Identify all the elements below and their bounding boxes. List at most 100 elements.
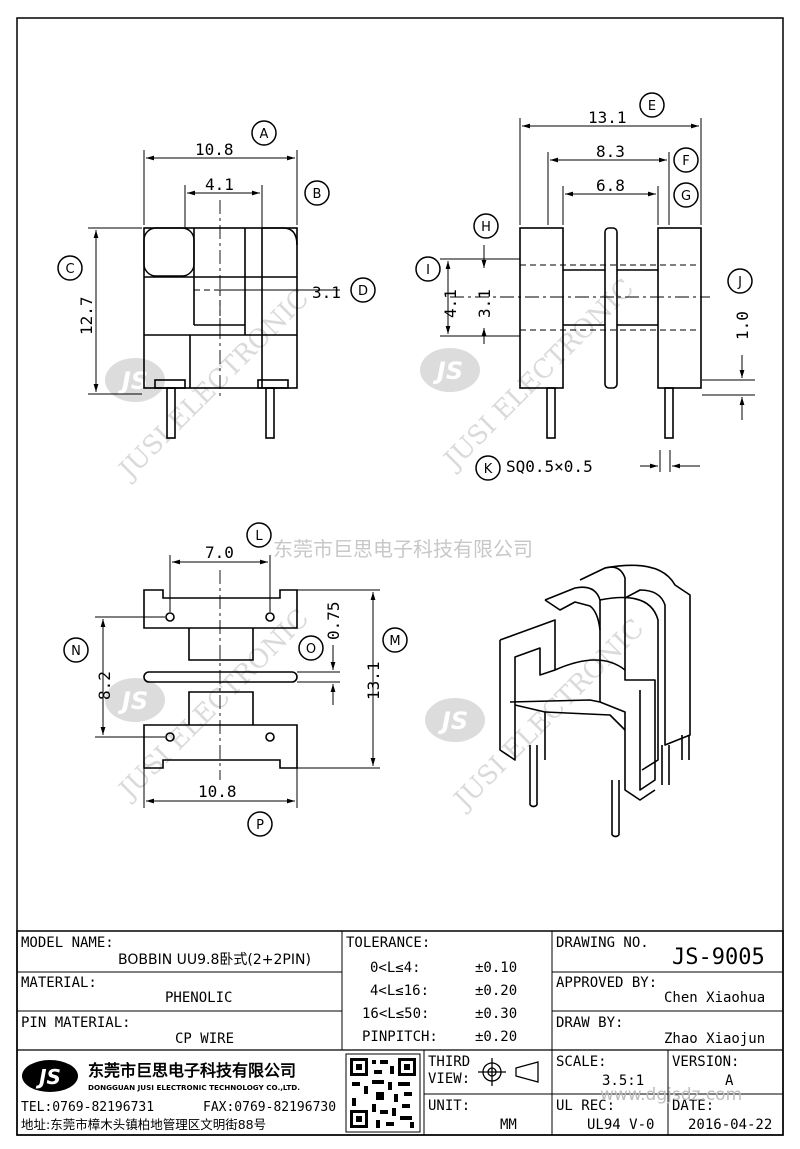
dim-m-value: 13.1: [364, 661, 383, 700]
callout-d: D: [350, 277, 376, 303]
callout-k: K: [475, 455, 501, 481]
version-value: A: [725, 1073, 734, 1089]
tolerance-range-1: 0<L≤4:: [370, 960, 421, 976]
watermark-logo-1: JS: [105, 358, 165, 402]
callout-o: O: [298, 635, 324, 661]
approved-by-value: Chen Xiaohua: [664, 990, 765, 1006]
watermark-logo-text: JS: [118, 367, 148, 395]
watermark-logo-4: JS: [425, 698, 485, 742]
dim-g-value: 6.8: [596, 176, 625, 195]
svg-text:O: O: [306, 642, 316, 657]
dim-i-value: 3.1: [475, 289, 494, 318]
dim-c-value: 12.7: [77, 296, 96, 335]
model-name-value: BOBBIN UU9.8卧式(2+2PIN): [118, 952, 311, 968]
company-logo: JS: [22, 1060, 78, 1092]
dim-b-value: 4.1: [205, 175, 234, 194]
callout-j: J: [727, 268, 753, 294]
tolerance-value-4: ±0.20: [475, 1029, 517, 1045]
svg-text:J: J: [737, 275, 742, 290]
bottom-view-dimensions: [95, 555, 380, 808]
dim-d-value: 3.1: [312, 283, 341, 302]
watermark-logo-2: JS: [420, 348, 480, 392]
svg-text:P: P: [256, 818, 264, 833]
draw-by-value: Zhao Xiaojun: [664, 1031, 765, 1047]
callout-f: F: [673, 147, 699, 173]
callout-g: G: [673, 182, 699, 208]
tolerance-value-3: ±0.30: [475, 1006, 517, 1022]
ul-rec-label: UL REC:: [556, 1098, 615, 1114]
qr-code: [345, 1053, 421, 1133]
watermark-logo-3: JS: [105, 678, 165, 722]
svg-text:JS: JS: [438, 707, 468, 735]
side-view: [450, 227, 710, 439]
watermarks: JS JUSI ELECTRONIC JS JUSI ELECTRONIC JS…: [105, 273, 650, 817]
tolerance-value-1: ±0.10: [475, 960, 517, 976]
company-tel: TEL:0769-82196731: [21, 1100, 154, 1115]
ul-rec-value: UL94 V-0: [587, 1117, 654, 1133]
third-view-label-1: THIRD: [428, 1054, 470, 1070]
svg-text:M: M: [389, 634, 400, 649]
dim-a-value: 10.8: [195, 140, 234, 159]
company-name-cn: 东莞市巨思电子科技有限公司: [88, 1061, 296, 1080]
callout-c: C: [57, 255, 83, 281]
material-value: PHENOLIC: [165, 990, 232, 1006]
svg-text:JS: JS: [118, 687, 148, 715]
svg-text:H: H: [481, 220, 491, 235]
date-label: DATE:: [672, 1098, 714, 1114]
dim-j-value: 1.0: [733, 311, 752, 340]
callout-p: P: [247, 811, 273, 837]
company-name-en: DONGGUAN JUSI ELECTRONIC TECHNOLOGY CO.,…: [88, 1083, 300, 1092]
callout-e: E: [639, 92, 665, 118]
drawing-no-value: JS-9005: [672, 945, 765, 970]
material-label: MATERIAL:: [21, 975, 97, 991]
model-name-label: MODEL NAME:: [21, 935, 114, 951]
drawing-no-label: DRAWING NO.: [556, 935, 649, 951]
svg-text:D: D: [358, 284, 368, 299]
callout-b: B: [304, 180, 330, 206]
dim-h-value: 4.1: [441, 289, 460, 318]
title-block-text: MODEL NAME: BOBBIN UU9.8卧式(2+2PIN) MATER…: [21, 935, 772, 1133]
scale-value: 3.5:1: [602, 1073, 644, 1089]
dim-f-value: 8.3: [596, 142, 625, 161]
bottom-view: [143, 570, 298, 780]
callout-a: A: [251, 120, 277, 146]
company-fax: FAX:0769-82196730: [203, 1100, 336, 1115]
dim-n-value: 8.2: [95, 671, 114, 700]
title-block: [16, 930, 784, 1136]
front-view-dimensions: [88, 150, 340, 395]
pin-material-label: PIN MATERIAL:: [21, 1015, 131, 1031]
callout-h: H: [473, 213, 499, 239]
bottom-view-labels: 7.0 13.1 8.2 0.75 10.8: [95, 543, 383, 801]
approved-by-label: APPROVED BY:: [556, 975, 657, 991]
svg-text:F: F: [682, 154, 689, 169]
callout-i: I: [415, 256, 441, 282]
callout-m: M: [382, 627, 408, 653]
third-angle-projection-icon: [478, 1058, 539, 1086]
svg-text:JS: JS: [35, 1065, 61, 1089]
svg-text:G: G: [681, 189, 691, 204]
draw-by-label: DRAW BY:: [556, 1015, 623, 1031]
company-address: 地址:东莞市樟木头镇柏地管理区文明街88号: [21, 1117, 266, 1132]
dim-k-value: SQ0.5×0.5: [506, 457, 593, 476]
website-watermark: www.dgjsdz.com: [600, 1085, 742, 1105]
watermark-company-cn: 东莞市巨思电子科技有限公司: [273, 537, 533, 561]
callout-n: N: [63, 637, 89, 663]
tolerance-range-3: 16<L≤50:: [362, 1006, 429, 1022]
svg-text:JS: JS: [433, 357, 463, 385]
tolerance-range-2: 4<L≤16:: [370, 983, 429, 999]
svg-text:N: N: [71, 644, 81, 659]
side-view-labels: 13.1 8.3 6.8 4.1 3.1 1.0 SQ0.5×0.5: [441, 108, 752, 476]
dim-l-value: 7.0: [205, 543, 234, 562]
pin-material-value: CP WIRE: [175, 1031, 234, 1047]
unit-value: MM: [500, 1117, 517, 1133]
svg-text:I: I: [426, 263, 430, 278]
dim-p-value: 10.8: [198, 782, 237, 801]
callout-l: L: [246, 522, 272, 548]
svg-text:A: A: [260, 127, 269, 142]
dim-o-value: 0.75: [324, 601, 343, 640]
svg-text:E: E: [648, 99, 656, 114]
scale-label: SCALE:: [556, 1054, 607, 1070]
third-view-label-2: VIEW:: [428, 1071, 470, 1087]
tolerance-range-4: PINPITCH:: [362, 1029, 438, 1045]
